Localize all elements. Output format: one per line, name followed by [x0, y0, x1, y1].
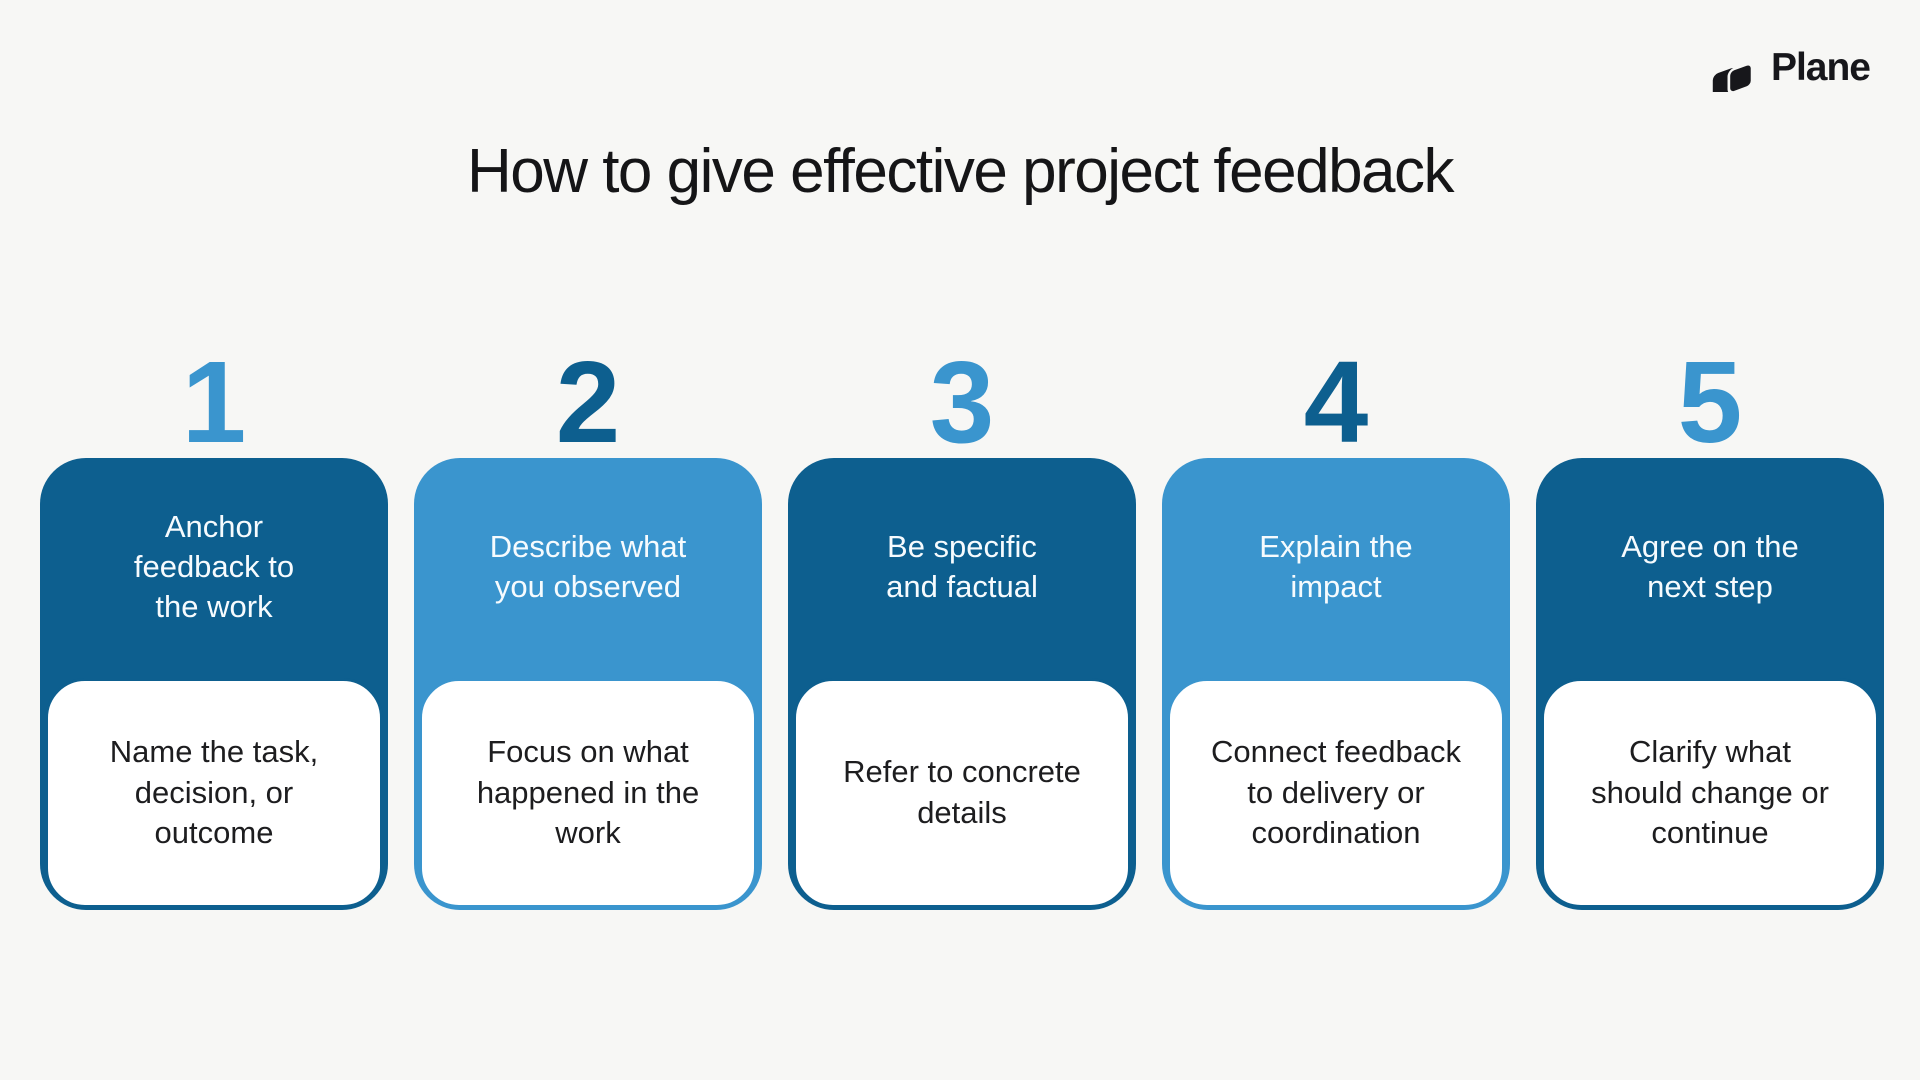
step-header-card: Be specific and factual Refer to concret…	[788, 458, 1136, 910]
step-header-text: Be specific and factual	[886, 529, 1038, 604]
step-header-text: Explain the impact	[1259, 529, 1413, 604]
step-card-3: 3 Be specific and factual Refer to concr…	[788, 337, 1136, 910]
plane-logo-icon	[1712, 62, 1754, 92]
step-number: 5	[1677, 337, 1743, 467]
step-header-text: Anchor feedback to the work	[133, 509, 295, 624]
plane-wordmark: Plane	[1770, 45, 1871, 89]
step-card-2: 2 Describe what you observed Focus on wh…	[414, 337, 762, 910]
step-body-card: Focus on what happened in the work	[419, 678, 757, 908]
step-body-card: Refer to concrete details	[793, 678, 1131, 908]
page-title: How to give effective project feedback	[466, 137, 1455, 206]
step-number: 2	[555, 337, 621, 467]
step-header-text: Describe what you observed	[489, 529, 687, 604]
step-header-card: Anchor feedback to the work Name the tas…	[40, 458, 388, 910]
step-header-card: Describe what you observed Focus on what…	[414, 458, 762, 910]
step-header-card: Explain the impact Connect feedback to d…	[1162, 458, 1510, 910]
step-number: 3	[929, 337, 995, 467]
step-card-5: 5 Agree on the next step Clarify what sh…	[1536, 337, 1884, 910]
step-body-card: Connect feedback to delivery or coordina…	[1167, 678, 1505, 908]
step-header-card: Agree on the next step Clarify what shou…	[1536, 458, 1884, 910]
step-header-text: Agree on the next step	[1621, 529, 1799, 604]
step-body-card: Clarify what should change or continue	[1541, 678, 1879, 908]
step-body-card: Name the task, decision, or outcome	[45, 678, 383, 908]
step-card-1: 1 Anchor feedback to the work Name the t…	[40, 337, 388, 910]
step-number: 1	[181, 337, 247, 467]
plane-logo: Plane	[1710, 42, 1871, 92]
step-number: 4	[1303, 337, 1369, 467]
steps-row: 1 Anchor feedback to the work Name the t…	[40, 337, 1884, 910]
step-card-4: 4 Explain the impact Connect feedback to…	[1162, 337, 1510, 910]
